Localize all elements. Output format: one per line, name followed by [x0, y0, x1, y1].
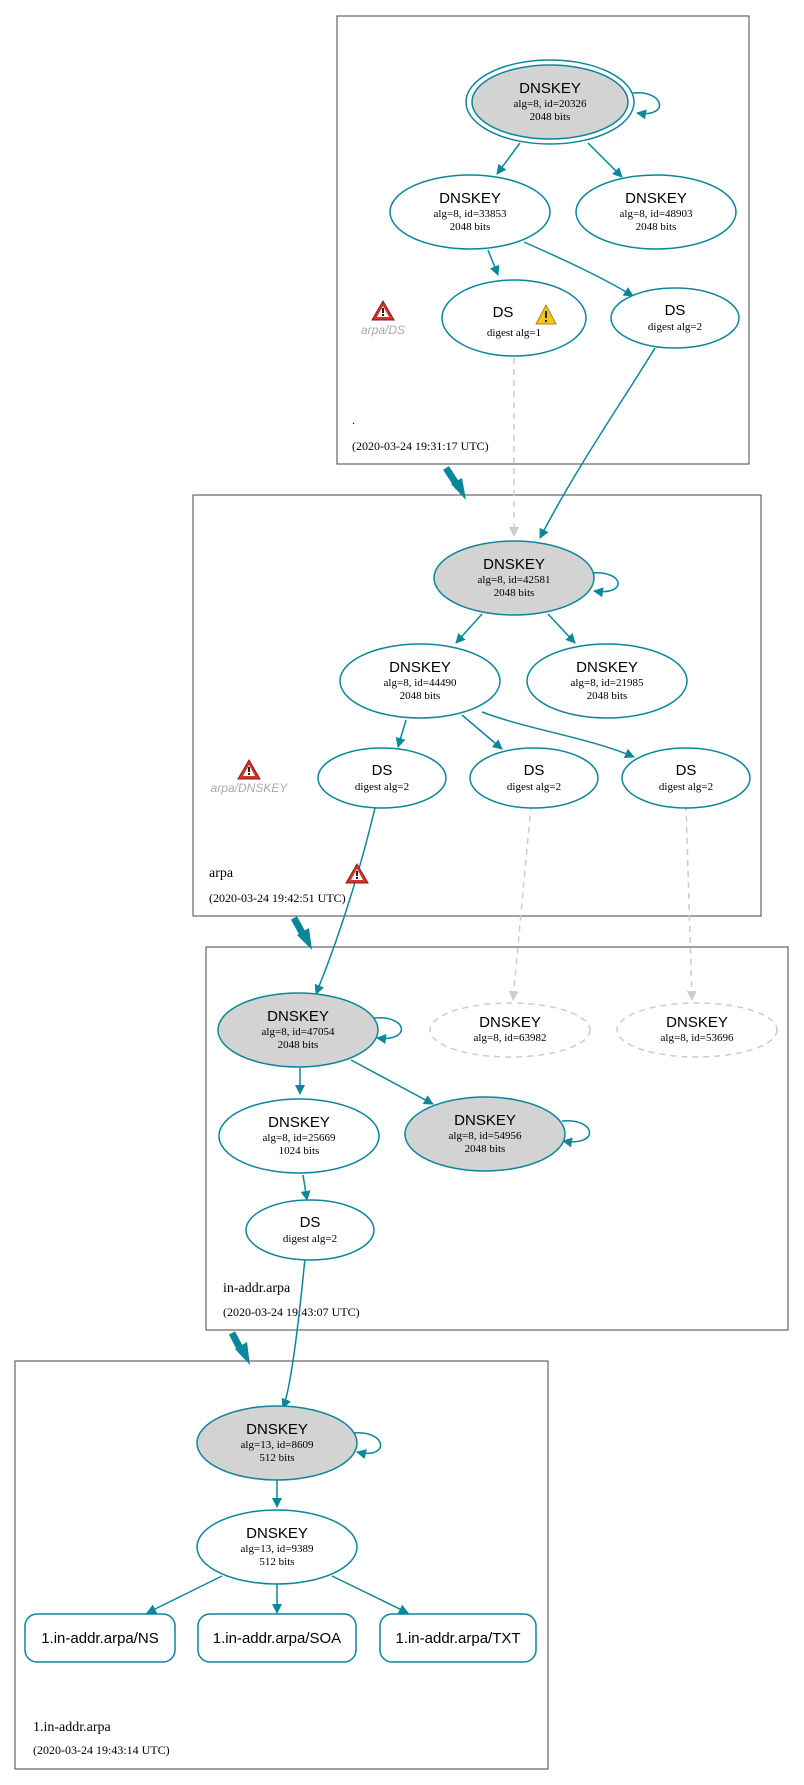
dnskey-node-21985[interactable]: DNSKEY alg=8, id=21985 2048 bits [526, 643, 688, 719]
dnskey-node-53696[interactable]: DNSKEY alg=8, id=53696 [616, 1002, 778, 1058]
node-title: DNSKEY [439, 190, 501, 207]
ds-node-in-addr[interactable]: DS digest alg=2 [245, 1199, 375, 1261]
node-detail: digest alg=2 [648, 321, 702, 333]
node-title: 1.in-addr.arpa/NS [41, 1630, 159, 1647]
node-detail: digest alg=2 [283, 1233, 337, 1245]
dnskey-node-47054[interactable]: DNSKEY alg=8, id=47054 2048 bits [217, 992, 379, 1068]
node-detail: 2048 bits [400, 690, 441, 702]
zone-name: . [352, 413, 355, 427]
node-detail: 2048 bits [530, 111, 571, 123]
dnskey-node-25669[interactable]: DNSKEY alg=8, id=25669 1024 bits [218, 1098, 380, 1174]
node-detail: alg=8, id=33853 [434, 208, 507, 220]
node-title: DS [493, 304, 514, 321]
node-detail: 2048 bits [494, 587, 535, 599]
zone-root: . (2020-03-24 19:31:17 UTC) [336, 15, 750, 465]
ds-node-arpa-3[interactable]: DS digest alg=2 [621, 747, 751, 809]
node-title: DNSKEY [454, 1112, 516, 1129]
node-detail: alg=8, id=25669 [263, 1132, 336, 1144]
node-title: DNSKEY [268, 1114, 330, 1131]
node-detail: 512 bits [259, 1556, 294, 1568]
zone-name: 1.in-addr.arpa [33, 1720, 112, 1735]
zone-timestamp: (2020-03-24 19:43:07 UTC) [223, 1305, 360, 1319]
warning-red-icon [371, 300, 395, 321]
warning-label: arpa/DNSKEY [211, 781, 289, 795]
dnskey-node-44490[interactable]: DNSKEY alg=8, id=44490 2048 bits [339, 643, 501, 719]
node-title: DNSKEY [483, 556, 545, 573]
ds-node-arpa-2[interactable]: DS digest alg=2 [469, 747, 599, 809]
node-detail: digest alg=2 [659, 781, 713, 793]
zone-timestamp: (2020-03-24 19:31:17 UTC) [352, 439, 489, 453]
node-title: 1.in-addr.arpa/SOA [213, 1630, 341, 1647]
dnskey-node-48903[interactable]: DNSKEY alg=8, id=48903 2048 bits [575, 174, 737, 250]
node-title: DNSKEY [267, 1008, 329, 1025]
warning-yellow-icon [535, 303, 557, 325]
node-detail: digest alg=2 [355, 781, 409, 793]
zone-1-in-addr-arpa: 1.in-addr.arpa (2020-03-24 19:43:14 UTC) [14, 1360, 549, 1770]
ds-node-root-1[interactable]: DS digest alg=1 [441, 279, 587, 357]
warning-red-icon [345, 863, 369, 884]
edges [146, 92, 661, 1614]
node-detail: alg=8, id=63982 [474, 1032, 547, 1044]
node-detail: alg=8, id=42581 [478, 574, 551, 586]
node-detail: 512 bits [259, 1452, 294, 1464]
warning-arpa-ds: arpa/DS [361, 300, 405, 337]
node-detail: alg=8, id=21985 [571, 677, 644, 689]
node-detail: 2048 bits [587, 690, 628, 702]
node-detail: 2048 bits [465, 1143, 506, 1155]
node-title: DNSKEY [666, 1014, 728, 1031]
node-detail: alg=8, id=54956 [449, 1130, 522, 1142]
node-title: DS [665, 302, 686, 319]
warning-label: arpa/DS [361, 323, 405, 337]
node-detail: 2048 bits [450, 221, 491, 233]
zone-timestamp: (2020-03-24 19:42:51 UTC) [209, 891, 346, 905]
dnskey-node-9389[interactable]: DNSKEY alg=13, id=9389 512 bits [196, 1509, 358, 1585]
node-detail: digest alg=1 [487, 327, 541, 339]
delegation-arrows [228, 466, 466, 1365]
node-title: 1.in-addr.arpa/TXT [395, 1630, 520, 1647]
node-title: DNSKEY [389, 659, 451, 676]
node-detail: 2048 bits [278, 1039, 319, 1051]
node-detail: alg=13, id=9389 [241, 1543, 314, 1555]
warning-arpa-dnskey: arpa/DNSKEY [211, 759, 289, 795]
zone-timestamp: (2020-03-24 19:43:14 UTC) [33, 1743, 170, 1757]
node-title: DS [300, 1214, 321, 1231]
rrset-node-ns[interactable]: 1.in-addr.arpa/NS [24, 1613, 176, 1663]
node-title: DNSKEY [246, 1421, 308, 1438]
rrset-node-soa[interactable]: 1.in-addr.arpa/SOA [197, 1613, 357, 1663]
node-title: DS [372, 762, 393, 779]
zone-arpa: arpa (2020-03-24 19:42:51 UTC) [192, 494, 762, 917]
zone-name: in-addr.arpa [223, 1281, 291, 1296]
node-title: DNSKEY [246, 1525, 308, 1542]
dnskey-node-33853[interactable]: DNSKEY alg=8, id=33853 2048 bits [389, 174, 551, 250]
node-title: DS [524, 762, 545, 779]
dnskey-node-20326[interactable]: DNSKEY alg=8, id=20326 2048 bits [465, 59, 635, 145]
node-detail: 2048 bits [636, 221, 677, 233]
ds-node-arpa-1[interactable]: DS digest alg=2 [317, 747, 447, 809]
ds-node-root-2[interactable]: DS digest alg=2 [610, 287, 740, 349]
dnskey-node-42581[interactable]: DNSKEY alg=8, id=42581 2048 bits [433, 540, 595, 616]
node-title: DNSKEY [519, 80, 581, 97]
node-detail: alg=8, id=47054 [262, 1026, 335, 1038]
node-title: DS [676, 762, 697, 779]
node-detail: alg=8, id=48903 [620, 208, 693, 220]
node-detail: alg=8, id=53696 [661, 1032, 734, 1044]
dnskey-node-54956[interactable]: DNSKEY alg=8, id=54956 2048 bits [404, 1096, 566, 1172]
dashed-edges [508, 358, 697, 1001]
node-title: DNSKEY [625, 190, 687, 207]
node-detail: 1024 bits [279, 1145, 320, 1157]
rrset-node-txt[interactable]: 1.in-addr.arpa/TXT [379, 1613, 537, 1663]
node-detail: alg=8, id=44490 [384, 677, 457, 689]
node-title: DNSKEY [479, 1014, 541, 1031]
dnskey-node-63982[interactable]: DNSKEY alg=8, id=63982 [429, 1002, 591, 1058]
dnskey-node-8609[interactable]: DNSKEY alg=13, id=8609 512 bits [196, 1405, 358, 1481]
zone-in-addr-arpa: in-addr.arpa (2020-03-24 19:43:07 UTC) [205, 946, 789, 1331]
node-detail: digest alg=2 [507, 781, 561, 793]
node-detail: alg=8, id=20326 [514, 98, 587, 110]
zone-name: arpa [209, 866, 234, 881]
node-detail: alg=13, id=8609 [241, 1439, 314, 1451]
warning-red-icon [237, 759, 261, 780]
node-title: DNSKEY [576, 659, 638, 676]
